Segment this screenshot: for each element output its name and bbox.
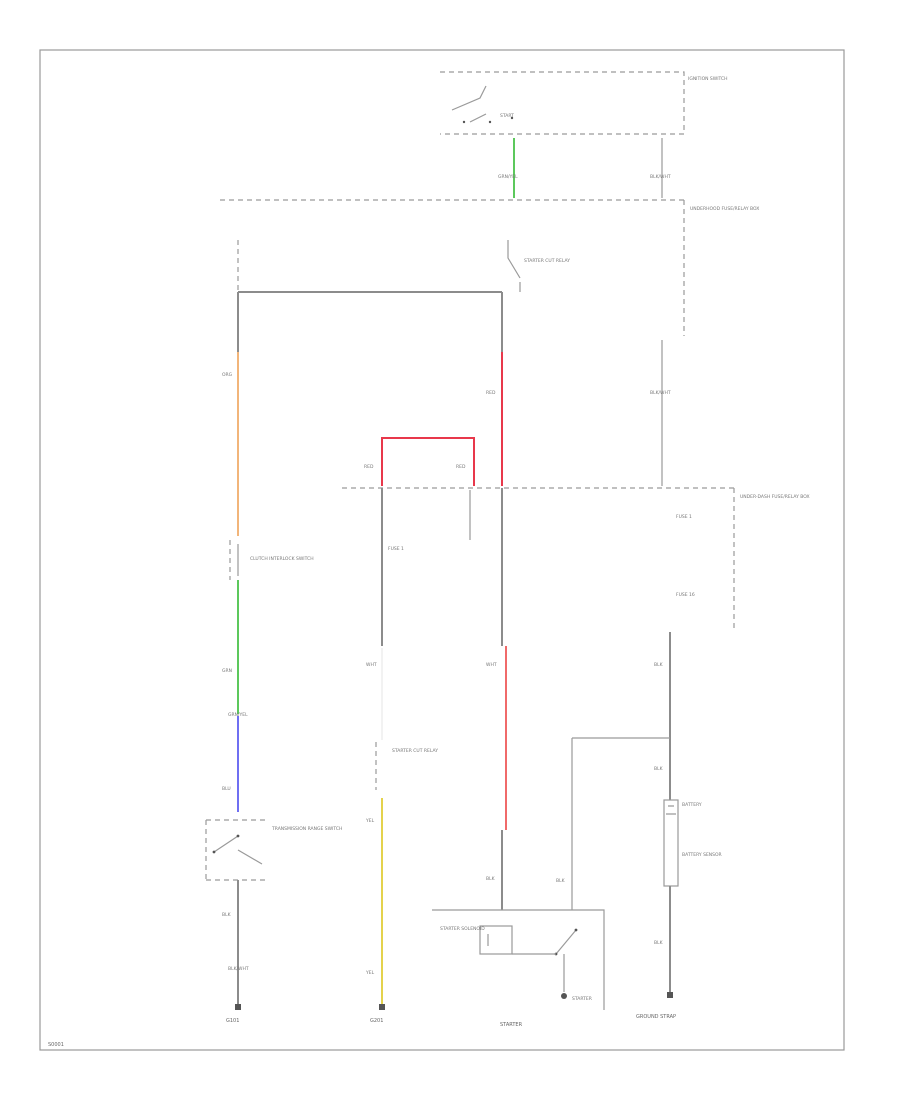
wire-code-org-left: ORG: [222, 372, 233, 378]
fuse-label-center: FUSE 1: [388, 546, 404, 552]
ground-strap-symbol: [667, 992, 673, 998]
transmission-range-switch: TRANSMISSION RANGE SWITCH: [205, 819, 342, 881]
wire-code-yel-center: YEL: [365, 818, 375, 824]
fuse-box-mid-label: UNDER-DASH FUSE/RELAY BOX: [740, 494, 810, 500]
ground-g201-label: G201: [370, 1018, 383, 1024]
battery-label: BATTERY: [682, 802, 702, 808]
ground-g101-label: G101: [226, 1018, 239, 1024]
ground-strap-label: GROUND STRAP: [636, 1014, 676, 1020]
wire-code-blk-wht-left: BLK/WHT: [228, 966, 249, 972]
starter-assembly: STARTER SOLENOID STARTER STARTER: [432, 909, 605, 1028]
diagram-frame: [39, 49, 845, 1051]
wire-code-blk-battery-b: BLK: [654, 766, 664, 772]
starter-label: STARTER: [500, 1022, 523, 1028]
fuse-relay-box-mid: UNDER-DASH FUSE/RELAY BOX FUSE 1 FUSE 16: [342, 487, 810, 632]
wire-code-red-loop-right: RED: [456, 464, 466, 470]
wire-code-grn-yel-left: GRN/YEL: [228, 712, 248, 718]
wire-code-wht-mid: WHT: [486, 662, 497, 668]
clutch-interlock-label: CLUTCH INTERLOCK SWITCH: [250, 556, 314, 562]
wire-code-blk-wht-top: BLK/WHT: [650, 174, 671, 180]
relay-center-label: STARTER CUT RELAY: [392, 748, 438, 754]
clutch-interlock-switch: CLUTCH INTERLOCK SWITCH: [229, 540, 314, 580]
relay-center: STARTER CUT RELAY: [375, 742, 438, 790]
wire-code-wht-center: WHT: [366, 662, 377, 668]
starter-solenoid-label: STARTER SOLENOID: [440, 926, 485, 932]
battery-sensor-label: BATTERY SENSOR: [682, 852, 722, 858]
ground-g101-symbol: [235, 1004, 241, 1010]
wire-code-blk-battery-c: BLK: [654, 940, 664, 946]
wire-code-grn-yel-top: GRN/YEL: [498, 174, 518, 180]
fuse-a-label: FUSE 1: [676, 514, 692, 520]
wire-code-yel-center-b: YEL: [365, 970, 375, 976]
wire-code-blk-starter: BLK: [556, 878, 566, 884]
wire-code-blk-wht-mid: BLK/WHT: [650, 390, 671, 396]
starter-motor-label: STARTER: [572, 996, 592, 1002]
wire-code-blk-battery-a: BLK: [654, 662, 664, 668]
ground-g201-symbol: [379, 1004, 385, 1010]
wire-code-grn-left: GRN: [222, 668, 232, 674]
fuse-b-label: FUSE 16: [676, 592, 695, 598]
wire-code-red-mid: RED: [486, 390, 496, 396]
start-label: START: [500, 113, 514, 119]
fuse-box-top-label: UNDERHOOD FUSE/RELAY BOX: [690, 206, 759, 212]
wire-code-blu-left: BLU: [222, 786, 231, 792]
wire-code-red-loop-left: RED: [364, 464, 374, 470]
ignition-switch-label: IGNITION SWITCH: [688, 76, 728, 82]
ignition-switch: START IGNITION SWITCH: [440, 71, 728, 135]
figure-id: S0001: [48, 1042, 64, 1048]
starter-cut-relay: STARTER CUT RELAY: [507, 240, 570, 292]
fuse-relay-box-top: UNDERHOOD FUSE/RELAY BOX: [220, 199, 759, 336]
transmission-range-label: TRANSMISSION RANGE SWITCH: [271, 826, 342, 832]
battery: BATTERY BATTERY SENSOR: [663, 799, 722, 887]
wire-code-blk-left: BLK: [222, 912, 232, 918]
starter-cut-relay-label: STARTER CUT RELAY: [524, 258, 570, 264]
wire-code-blk-mid: BLK: [486, 876, 496, 882]
wire-red-loop: [381, 437, 475, 486]
